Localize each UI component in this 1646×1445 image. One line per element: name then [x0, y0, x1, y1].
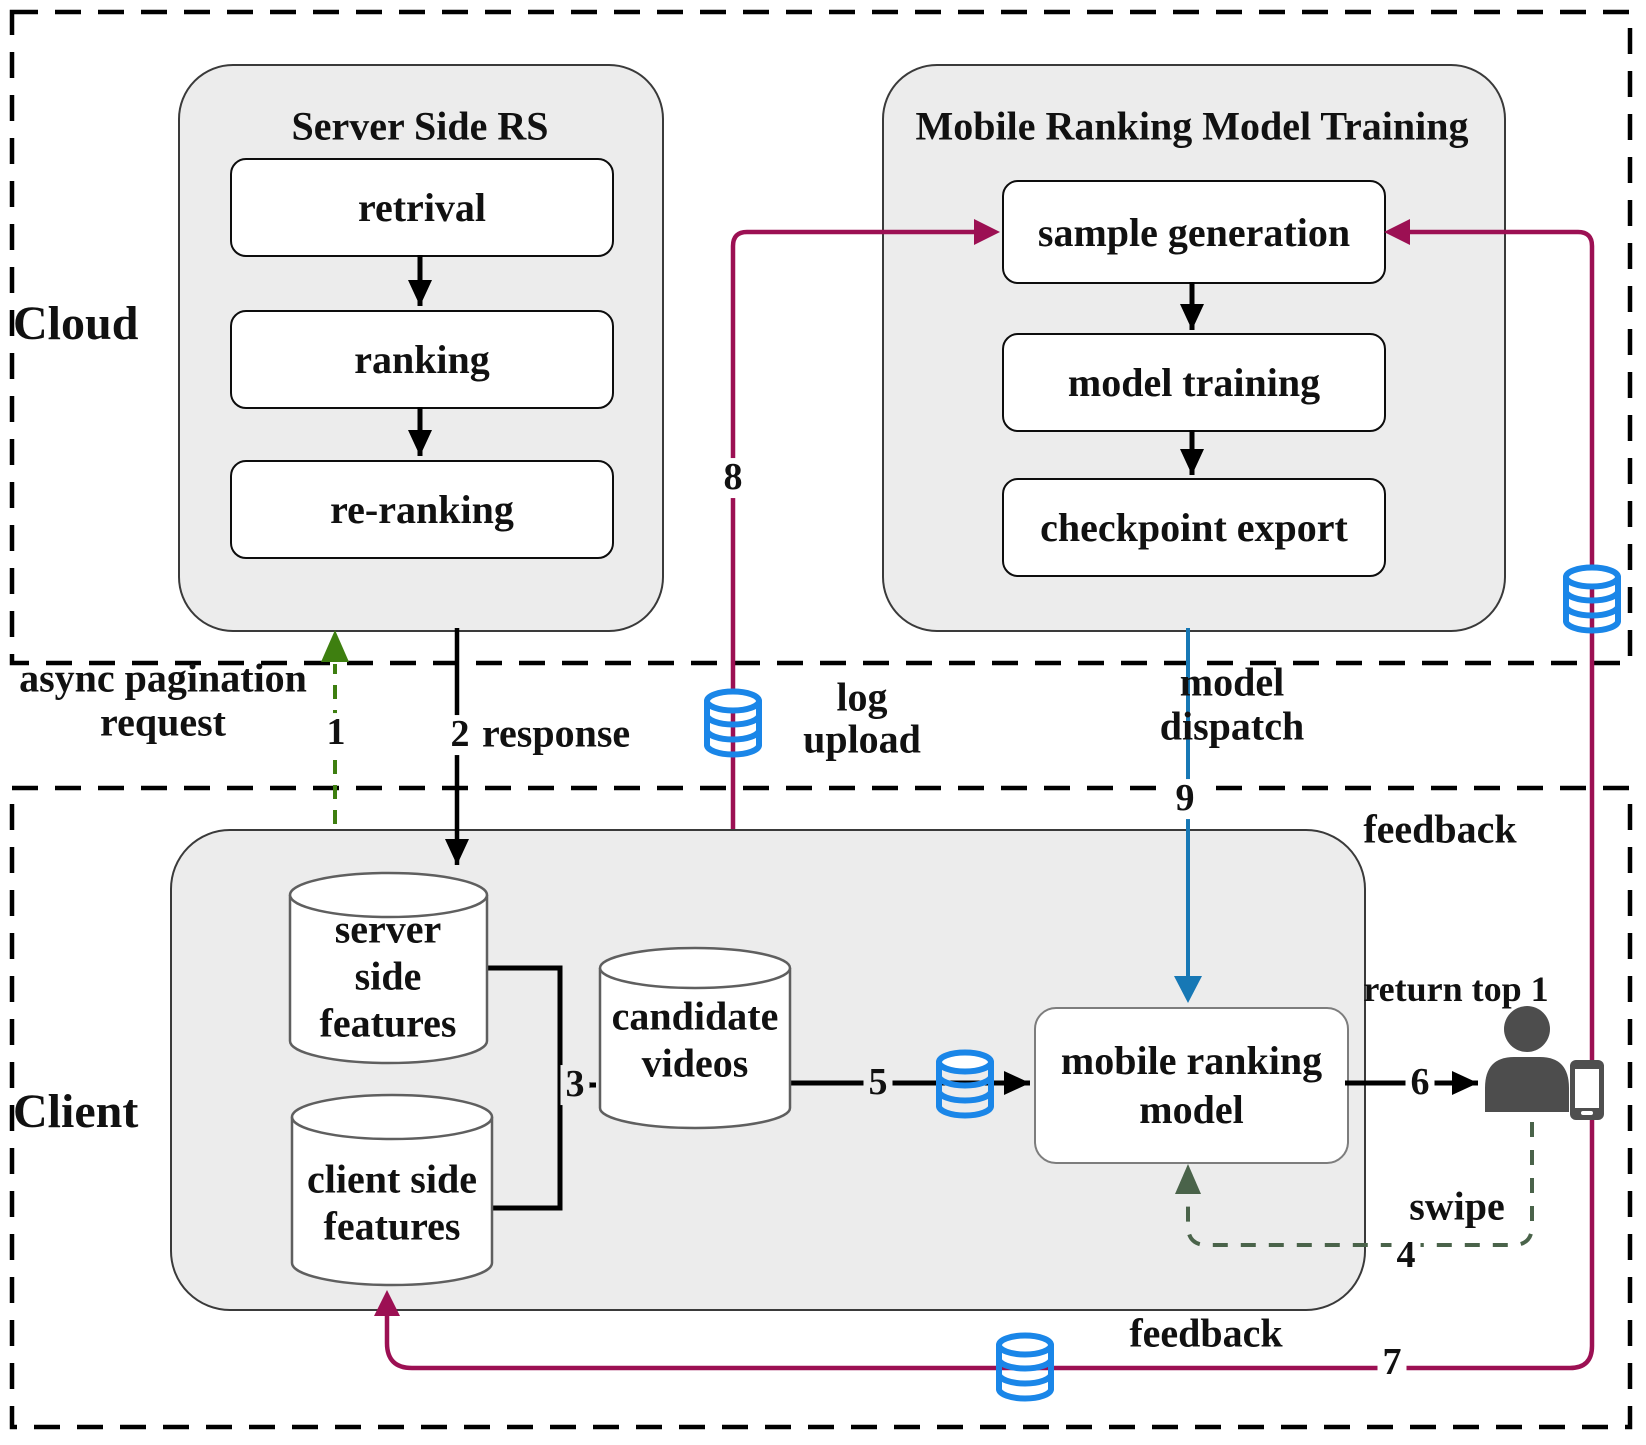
client-region-label: Client: [13, 1085, 139, 1138]
cloud-region-label: Cloud: [13, 297, 139, 350]
node-mobile-ranking-model: mobile ranking model: [1034, 1007, 1349, 1164]
mobile-ranking-model-line1: mobile ranking: [1060, 1037, 1323, 1083]
async-request-line2: request: [100, 699, 226, 745]
step-9: 9: [1170, 778, 1200, 819]
feedback-top-label: feedback: [1363, 806, 1517, 852]
response-label: response: [482, 710, 631, 756]
async-request-line1: async pagination: [19, 655, 307, 701]
step-1: 1: [321, 712, 351, 753]
step-2: 2: [445, 714, 475, 755]
server-features-line3: features: [319, 1000, 457, 1046]
node-ranking-label: ranking: [354, 337, 490, 382]
node-re-ranking: re-ranking: [230, 460, 614, 559]
client-features-line2: features: [323, 1203, 461, 1249]
database-icon: [1566, 568, 1618, 631]
swipe-label: swipe: [1409, 1183, 1505, 1229]
server-features-line2: side: [354, 953, 422, 999]
node-model-training: model training: [1002, 333, 1386, 432]
node-model-training-label: model training: [1067, 360, 1321, 405]
step-6: 6: [1405, 1062, 1435, 1103]
user-icon: [1485, 1006, 1569, 1112]
step-3: 3: [560, 1064, 590, 1105]
node-retrival-label: retrival: [357, 185, 487, 230]
smartphone-icon: [1570, 1060, 1604, 1120]
feedback-bottom-label: feedback: [1129, 1310, 1283, 1356]
step-5: 5: [863, 1062, 893, 1103]
node-sample-generation-label: sample generation: [1037, 209, 1351, 255]
mobile-ranking-model-line2: model: [1139, 1086, 1244, 1132]
model-dispatch-line1: model: [1179, 659, 1285, 705]
candidate-videos-line1: candidate: [611, 993, 779, 1039]
log-upload-line1: log: [836, 674, 888, 720]
step-7: 7: [1377, 1342, 1407, 1383]
arrow-1-head: [321, 630, 349, 662]
model-dispatch-line2: dispatch: [1159, 703, 1305, 749]
node-re-ranking-label: re-ranking: [330, 487, 514, 532]
log-upload-line2: upload: [803, 716, 921, 762]
client-features-line1: client side: [307, 1156, 477, 1202]
node-sample-generation: sample generation: [1002, 180, 1386, 284]
node-ranking: ranking: [230, 310, 614, 409]
node-retrival: retrival: [230, 158, 614, 257]
step-4: 4: [1391, 1235, 1421, 1276]
node-checkpoint-export-label: checkpoint export: [1040, 505, 1348, 550]
return-top1-label: return top 1: [1363, 969, 1549, 1009]
node-checkpoint-export: checkpoint export: [1002, 478, 1386, 577]
server-side-rs-title: Server Side RS: [291, 103, 549, 149]
database-icon: [707, 692, 759, 755]
training-title: Mobile Ranking Model Training: [915, 103, 1469, 149]
step-8: 8: [718, 457, 748, 498]
database-icon: [999, 1336, 1051, 1399]
server-features-line1: server: [334, 906, 442, 952]
candidate-videos-line2: videos: [641, 1040, 749, 1086]
